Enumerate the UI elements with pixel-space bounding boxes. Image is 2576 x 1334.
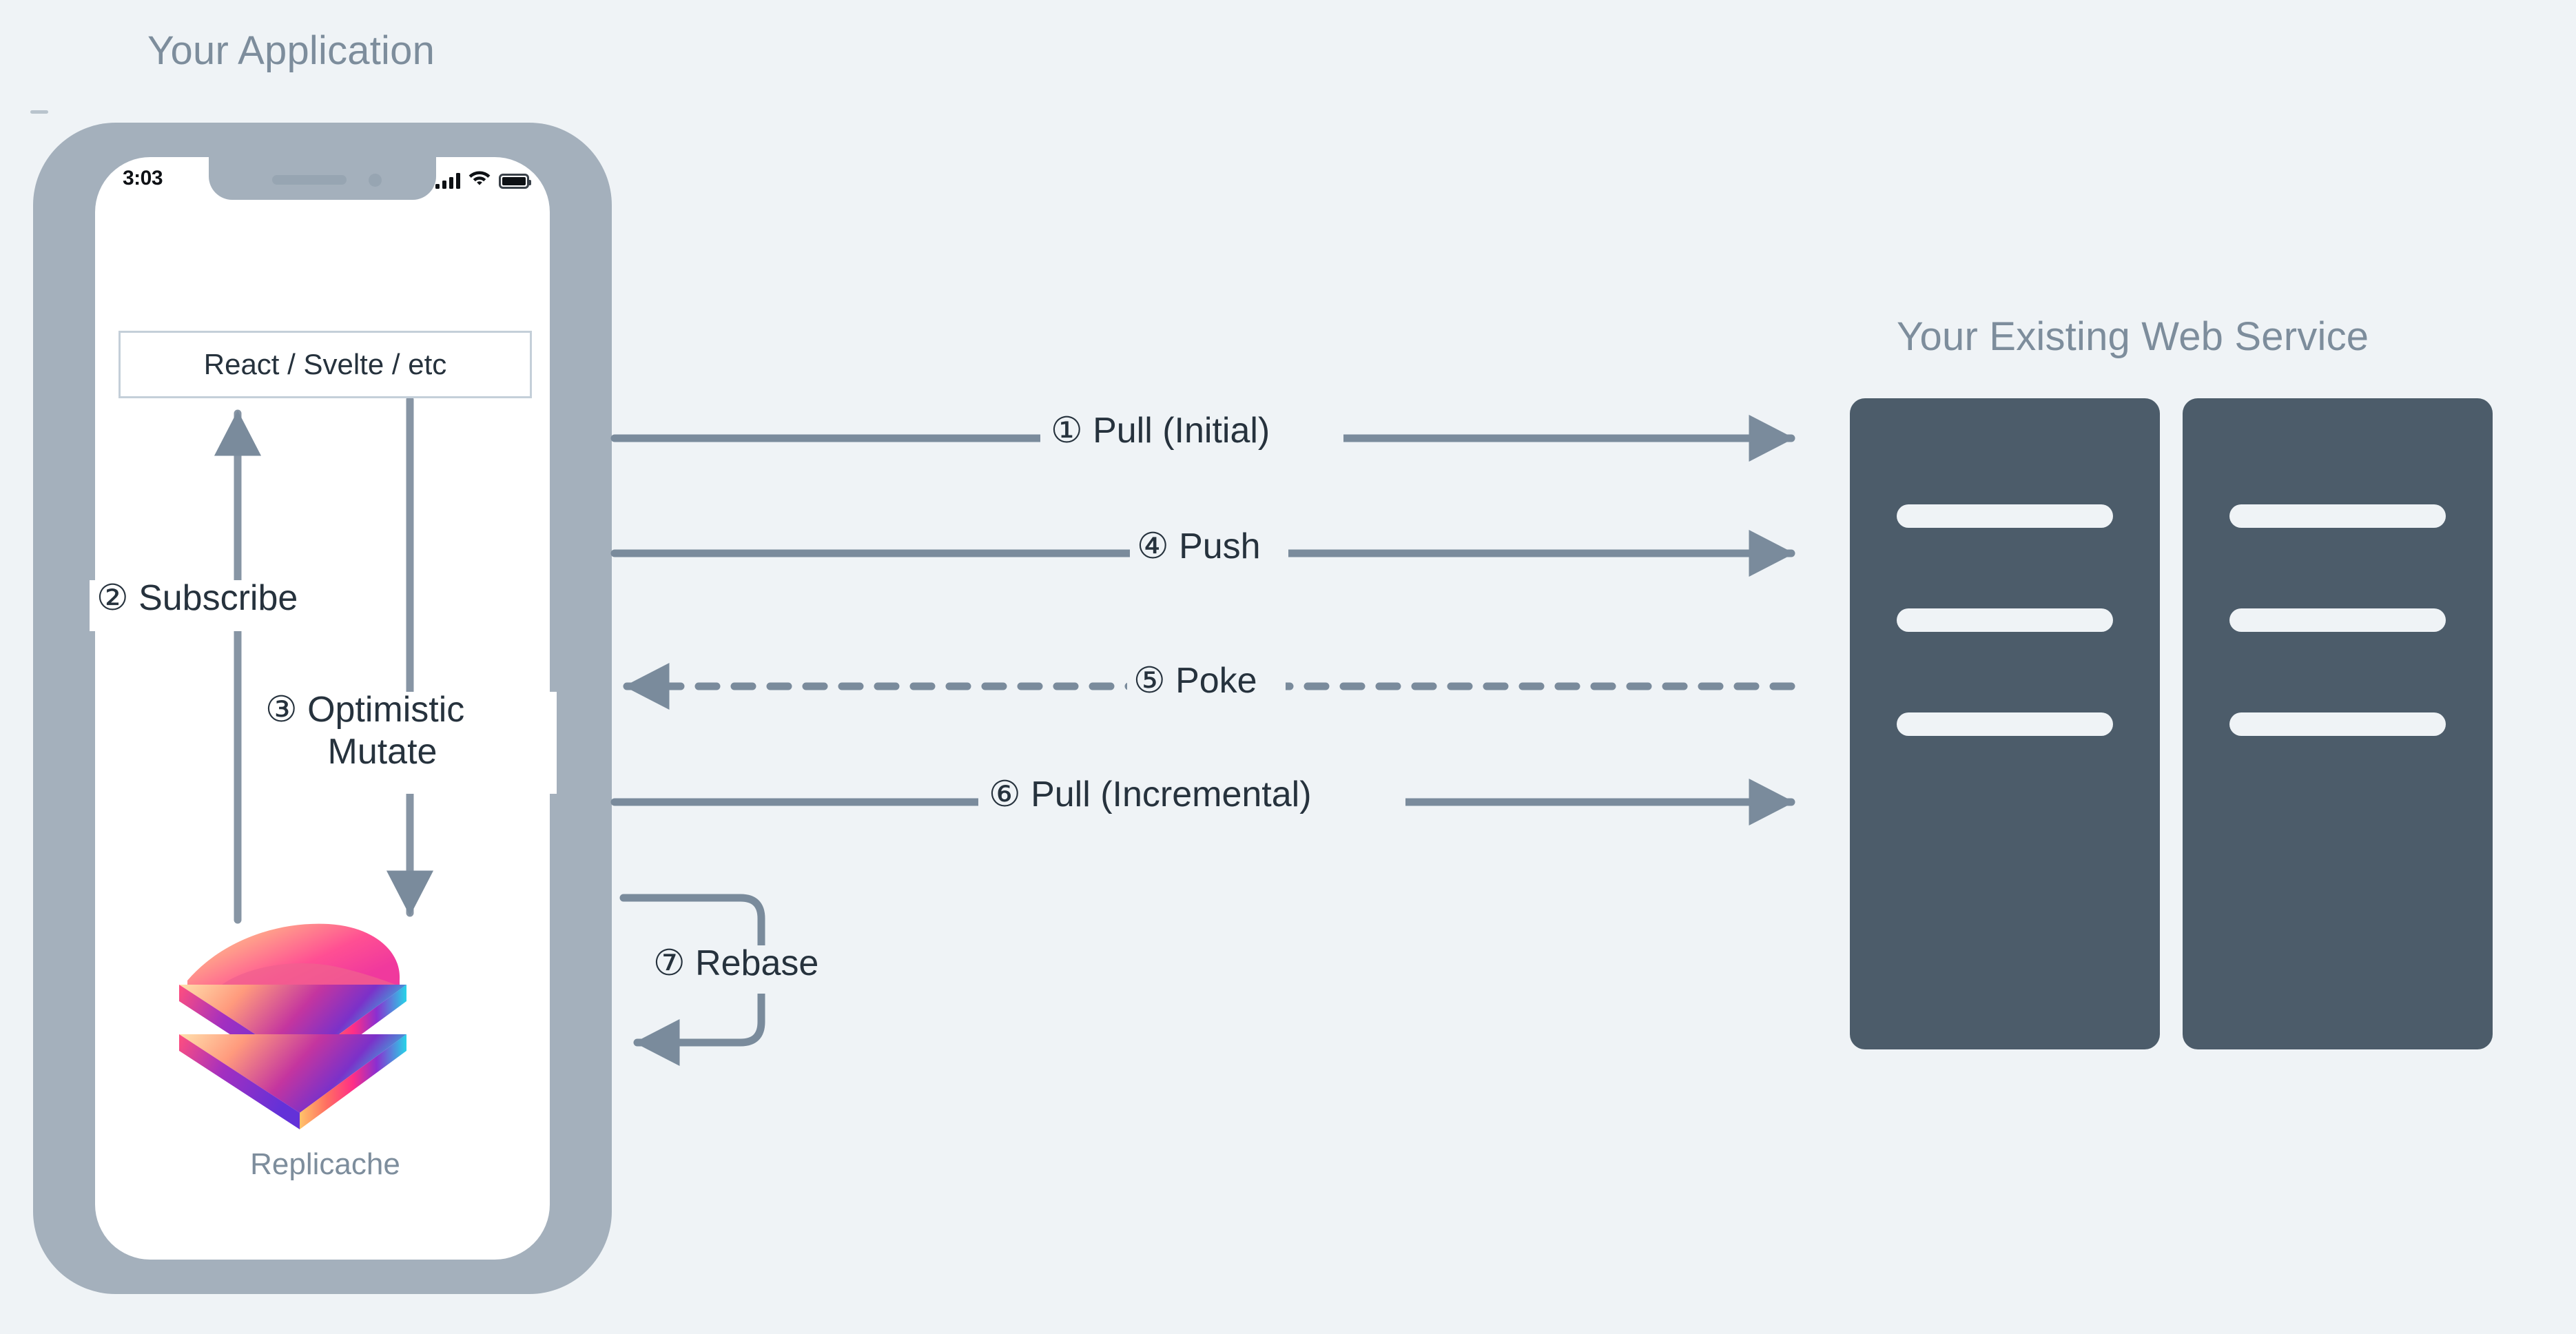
server-bar [1897, 712, 2113, 736]
server-bar [2229, 712, 2446, 736]
battery-icon [499, 174, 531, 189]
step-label-pull-initial: ① Pull (Initial) [1051, 411, 1270, 451]
phone-status-bar: 3:03 [95, 157, 550, 200]
phone-notch [209, 157, 436, 200]
wifi-icon [468, 167, 491, 189]
status-bar-time: 3:03 [123, 167, 163, 189]
step-label-push: ④ Push [1137, 526, 1261, 566]
step-label-subscribe: ② Subscribe [96, 578, 298, 618]
server-rack-2 [2183, 398, 2493, 1049]
step-label-optimistic-mutate-line1: ③ Optimistic [265, 690, 465, 730]
status-bar-icons [435, 165, 531, 189]
server-bar [2229, 608, 2446, 632]
step-label-rebase: ⑦ Rebase [653, 943, 819, 983]
your-existing-web-service-title: Your Existing Web Service [1897, 314, 2369, 359]
framework-box-label: React / Svelte / etc [203, 348, 447, 380]
framework-box: React / Svelte / etc [119, 331, 532, 398]
phone-speaker-icon [272, 175, 347, 185]
step-label-optimistic-mutate: ③ Optimistic Mutate [265, 689, 555, 774]
step-label-pull-incremental: ⑥ Pull (Incremental) [989, 774, 1312, 814]
server-bar [1897, 608, 2113, 632]
server-bar [1897, 504, 2113, 528]
server-bar [2229, 504, 2446, 528]
replicache-layers-logo [174, 913, 477, 1133]
server-rack-1 [1850, 398, 2160, 1049]
step-label-optimistic-mutate-line2: Mutate [327, 732, 437, 772]
your-application-title: Your Application [147, 28, 435, 73]
step-label-poke: ⑤ Poke [1133, 661, 1257, 701]
phone-camera-icon [369, 174, 382, 187]
phone-volume-button [30, 110, 48, 114]
replicache-logo-label: Replicache [250, 1147, 400, 1181]
cellular-signal-icon [435, 172, 460, 189]
